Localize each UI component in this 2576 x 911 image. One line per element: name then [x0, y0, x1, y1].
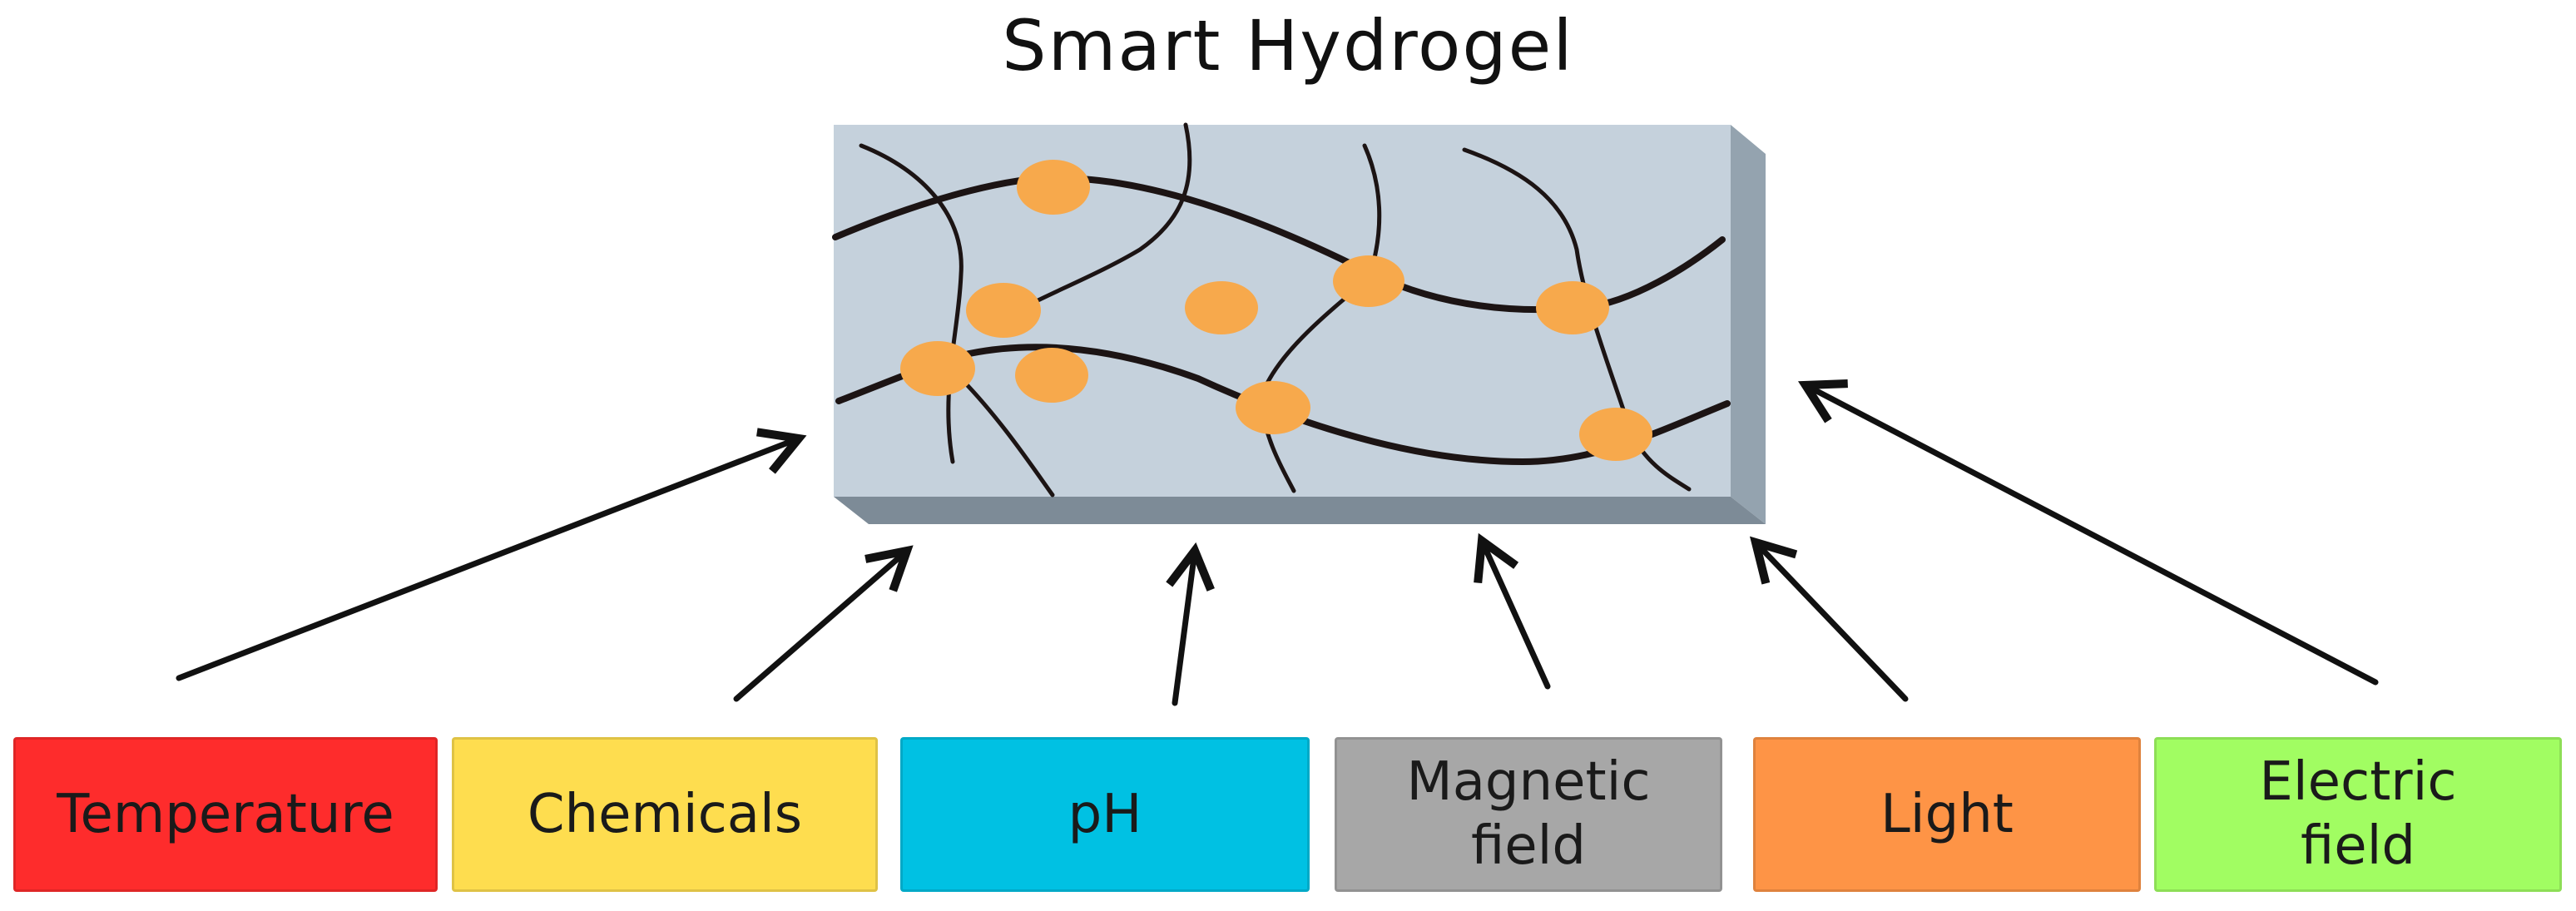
particle: [966, 283, 1041, 338]
arrow-temperature: [176, 428, 807, 681]
particle: [1536, 281, 1609, 334]
particle: [1579, 408, 1652, 461]
particle: [1333, 255, 1404, 307]
arrow-electric-field: [1797, 379, 2379, 686]
polymer-chain: [1004, 122, 1192, 319]
gel-bottom-face: [834, 497, 1766, 524]
particle: [1185, 281, 1258, 334]
particle: [1017, 160, 1090, 215]
particle: [1236, 381, 1310, 434]
arrow-ph: [1166, 542, 1215, 706]
stimulus-box-magnetic-field: Magnetic field: [1335, 737, 1722, 892]
polymer-chain: [859, 143, 964, 464]
page-title: Smart Hydrogel: [1002, 5, 1574, 87]
stimulus-arrows: [176, 379, 2379, 706]
stimulus-box-electric-field: Electric field: [2154, 737, 2562, 892]
stimulus-box-chemicals: Chemicals: [452, 737, 878, 892]
gel-side-face: [1731, 125, 1766, 524]
arrow-light: [1749, 536, 1909, 702]
stimulus-box-temperature: Temperature: [13, 737, 438, 892]
arrow-magnetic-field: [1474, 532, 1551, 690]
particle: [1015, 348, 1088, 403]
polymer-chain: [954, 372, 1055, 498]
hydrogel-block: [832, 122, 1766, 524]
stimulus-box-light: Light: [1753, 737, 2141, 892]
stimulus-box-ph: pH: [900, 737, 1310, 892]
particles: [900, 160, 1652, 461]
particle: [900, 341, 975, 396]
polymer-chain: [1258, 143, 1382, 493]
arrow-chemicals: [733, 545, 914, 702]
